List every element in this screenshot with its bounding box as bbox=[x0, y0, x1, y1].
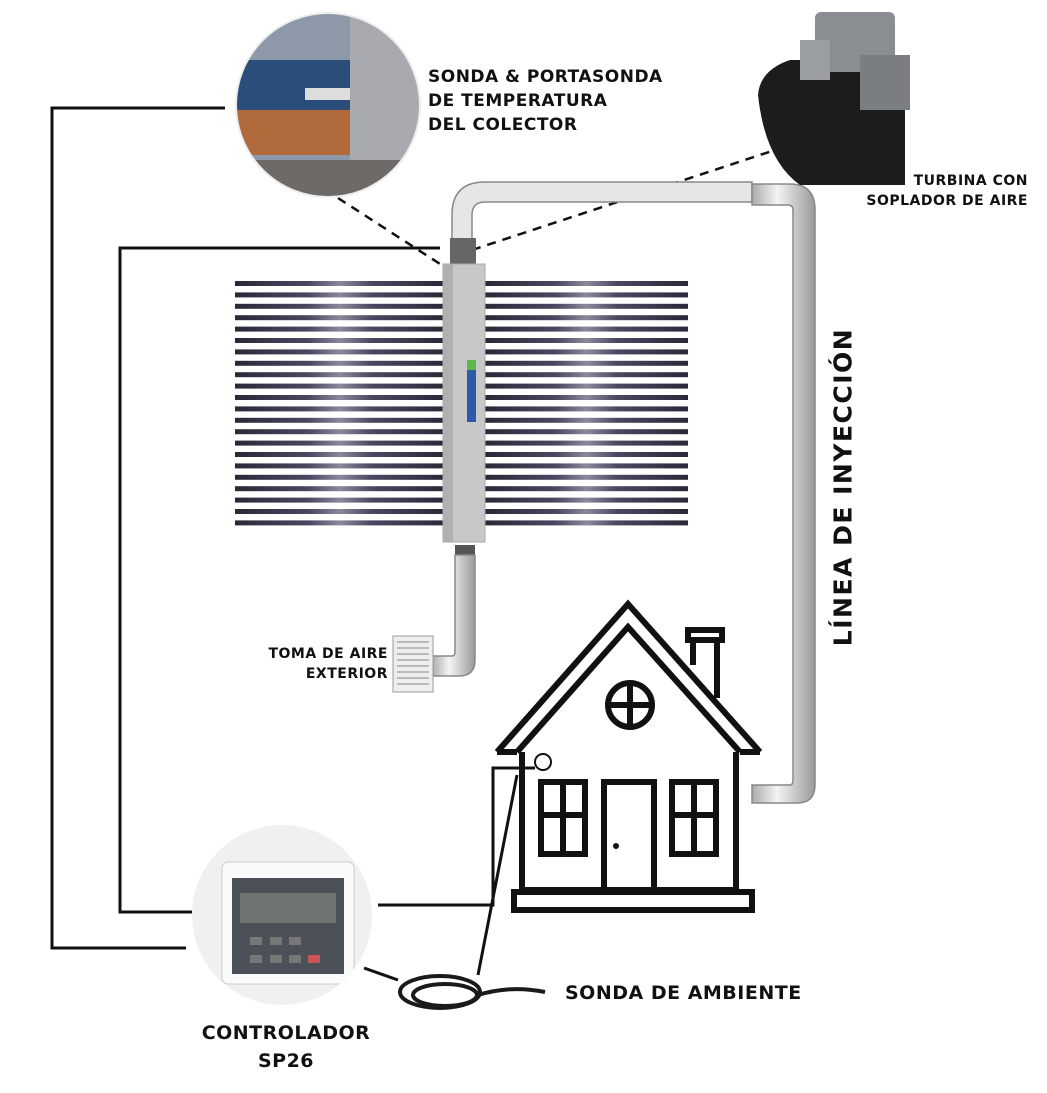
room-probe-wire bbox=[378, 766, 535, 907]
vacuum-tube bbox=[485, 349, 688, 355]
vacuum-tube bbox=[485, 429, 688, 435]
vacuum-tube bbox=[235, 349, 445, 355]
vacuum-tube bbox=[485, 486, 688, 492]
vacuum-tube bbox=[485, 509, 688, 514]
vacuum-tube bbox=[235, 360, 445, 366]
vacuum-tube bbox=[235, 292, 445, 298]
label-line: DEL COLECTOR bbox=[428, 114, 578, 135]
vacuum-tube bbox=[235, 520, 445, 526]
collector-header bbox=[442, 238, 486, 543]
vacuum-tube bbox=[485, 497, 688, 503]
vacuum-tube bbox=[485, 326, 688, 332]
outdoor-air-grille-icon bbox=[392, 635, 434, 693]
collector-probe-wire bbox=[50, 106, 225, 950]
vacuum-tube bbox=[235, 395, 445, 400]
vacuum-tube bbox=[485, 417, 688, 423]
turbine-blower-photo bbox=[758, 12, 910, 185]
vacuum-tube bbox=[235, 429, 445, 435]
vacuum-tube bbox=[235, 509, 445, 514]
vacuum-tube bbox=[485, 474, 688, 480]
turbine-callout bbox=[471, 148, 776, 252]
callout-lines bbox=[337, 148, 776, 266]
injection-pipe bbox=[451, 181, 816, 804]
label-line: SP26 bbox=[257, 1049, 315, 1072]
vacuum-tube bbox=[485, 315, 688, 321]
turbine-label: TURBINA CON SOPLADOR DE AIRE bbox=[866, 172, 1028, 211]
vacuum-tube bbox=[235, 372, 445, 378]
label-line: DE TEMPERATURA bbox=[428, 90, 608, 111]
vacuum-tube bbox=[235, 406, 445, 412]
label-line: SONDA & PORTASONDA bbox=[428, 67, 663, 87]
controller-turbine-wire bbox=[118, 246, 440, 914]
label-line: TOMA DE AIRE bbox=[268, 646, 388, 662]
door-knob-icon bbox=[613, 843, 619, 849]
room-probe-cable-wire bbox=[476, 774, 519, 976]
room-sensor-icon bbox=[534, 753, 552, 771]
vacuum-tube bbox=[235, 463, 445, 469]
vacuum-tube bbox=[485, 383, 688, 389]
vacuum-tube bbox=[235, 338, 445, 343]
collector-probe-photo bbox=[236, 13, 420, 197]
label-line: SOPLADOR DE AIRE bbox=[866, 192, 1028, 209]
vacuum-tube bbox=[485, 360, 688, 366]
house-icon bbox=[494, 599, 763, 913]
collector-probe-callout bbox=[337, 196, 441, 266]
brand-logo-icon bbox=[467, 360, 476, 422]
solar-collector bbox=[235, 281, 688, 526]
vacuum-tube bbox=[235, 452, 445, 457]
vacuum-tube bbox=[235, 497, 445, 503]
vacuum-tube bbox=[235, 383, 445, 389]
vacuum-tube bbox=[485, 395, 688, 400]
label-line: TURBINA CON bbox=[913, 173, 1028, 189]
vacuum-tube bbox=[235, 486, 445, 492]
controller-sp26-photo bbox=[192, 825, 372, 1005]
collector-probe-photo-frame bbox=[235, 12, 421, 198]
vacuum-tube bbox=[485, 452, 688, 457]
room-probe-cable-photo bbox=[398, 974, 546, 1010]
vacuum-tube bbox=[485, 406, 688, 412]
vacuum-tube bbox=[235, 281, 445, 286]
intake-pipe bbox=[431, 545, 476, 677]
controller-label: CONTROLADOR SP26 bbox=[186, 1020, 386, 1075]
vacuum-tube bbox=[485, 463, 688, 469]
vacuum-tube bbox=[485, 292, 688, 298]
wiring bbox=[50, 106, 535, 982]
vacuum-tube bbox=[485, 372, 688, 378]
vacuum-tube bbox=[485, 440, 688, 446]
label-line: EXTERIOR bbox=[305, 665, 388, 682]
vacuum-tube bbox=[235, 326, 445, 332]
air-intake-label: TOMA DE AIRE EXTERIOR bbox=[268, 645, 388, 684]
label-line: CONTROLADOR bbox=[201, 1022, 371, 1044]
vacuum-tube bbox=[235, 417, 445, 423]
vacuum-tube bbox=[235, 315, 445, 321]
controller-cable-wire bbox=[363, 966, 399, 982]
vacuum-tube bbox=[485, 303, 688, 309]
collector-probe-label: SONDA & PORTASONDA DE TEMPERATURA DEL CO… bbox=[428, 66, 663, 137]
vacuum-tube bbox=[485, 338, 688, 343]
vacuum-tube bbox=[235, 303, 445, 309]
injection-line-label: LÍNEA DE INYECCIÓN bbox=[828, 327, 858, 647]
vacuum-tube bbox=[485, 281, 688, 286]
room-probe-label: SONDA DE AMBIENTE bbox=[565, 982, 802, 1004]
vacuum-tube bbox=[235, 474, 445, 480]
vacuum-tube bbox=[485, 520, 688, 526]
vacuum-tube bbox=[235, 440, 445, 446]
